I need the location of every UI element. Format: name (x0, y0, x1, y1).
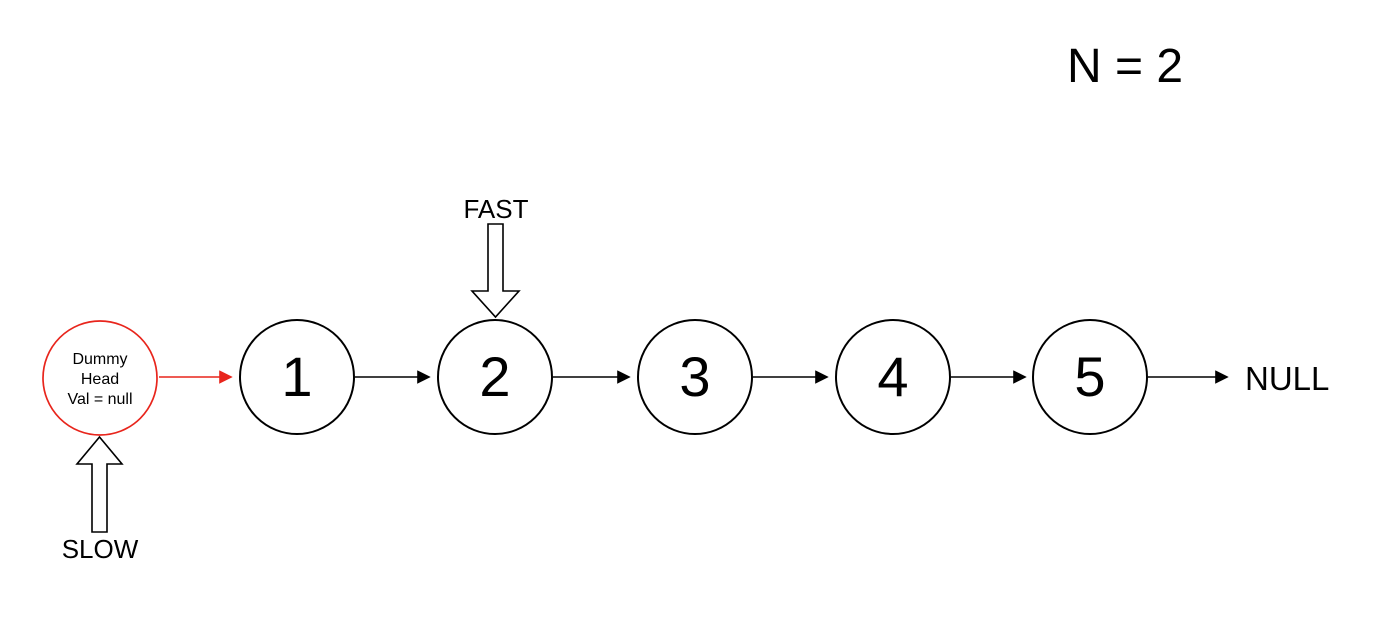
slow-up-arrow-icon (75, 435, 124, 533)
list-node-5: 5 (1032, 319, 1148, 435)
node4-value: 4 (877, 345, 908, 408)
fast-pointer: FAST (463, 194, 529, 319)
dummy-head-line2: Head (81, 371, 119, 388)
node2-value: 2 (479, 345, 510, 408)
n-value-title: N = 2 (1067, 40, 1183, 93)
list-node-4: 4 (835, 319, 951, 435)
node3-value: 3 (679, 345, 710, 408)
node5-value: 5 (1074, 345, 1105, 408)
node1-circle (239, 319, 355, 435)
list-node-2: 2 (437, 319, 553, 435)
list-node-1: 1 (239, 319, 355, 435)
dummy-head-node: Dummy Head Val = null (42, 320, 158, 436)
list-node-3: 3 (637, 319, 753, 435)
node4-circle (835, 319, 951, 435)
null-label: NULL (1245, 360, 1329, 397)
fast-down-arrow-icon (470, 223, 521, 319)
dummy-head-line1: Dummy (72, 351, 127, 368)
node5-circle (1032, 319, 1148, 435)
node2-circle (437, 319, 553, 435)
node1-value: 1 (281, 345, 312, 408)
dummy-head-line3: Val = null (67, 391, 132, 408)
slow-pointer: SLOW (62, 435, 139, 564)
node3-circle (637, 319, 753, 435)
fast-label: FAST (463, 194, 528, 224)
slow-label: SLOW (62, 534, 139, 564)
dummy-head-circle (42, 320, 158, 436)
